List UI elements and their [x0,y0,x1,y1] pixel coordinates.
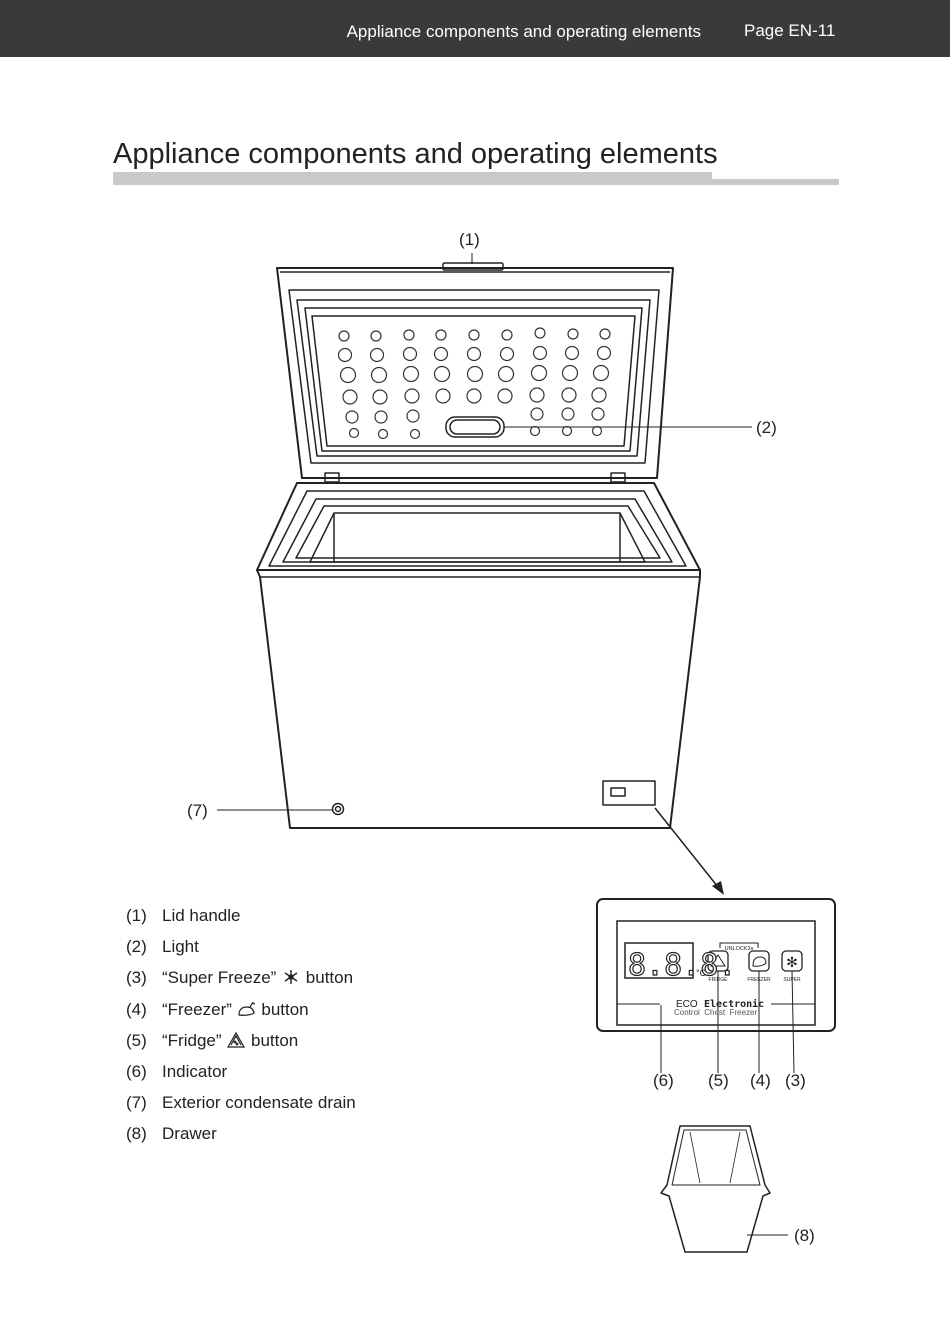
condensate-drain [331,802,345,816]
control-panel-detail [596,898,836,1032]
callout-5: (5) [708,1071,729,1090]
brand-electronic: Electronic [704,998,764,1010]
callout-3: (3) [785,1071,806,1090]
lid-handle [442,262,504,271]
callout-8: (8) [794,1226,815,1245]
brand-sub: Control Chest Freezer [674,1008,757,1017]
freezer-lid [276,267,674,479]
title-underline [113,172,839,185]
fridge-label: FRIDGE [709,977,729,983]
callout-7: (7) [187,801,208,820]
page-title: Appliance components and operating eleme… [113,138,718,170]
callout-6: (6) [653,1071,674,1090]
callout-2: (2) [756,418,777,437]
header-page-number: Page EN-11 [744,21,836,40]
freezer-label: FREEZER [747,977,771,983]
super-snowflake-icon: ✻ [786,955,798,971]
unlock-label: UNLOCK3s [725,946,754,952]
header-bar: Appliance components and operating eleme… [0,0,950,57]
cabinet-control-panel [602,780,656,806]
super-label: SUPER [783,977,801,983]
callout-4: (4) [750,1071,771,1090]
snowflake-icon [284,970,298,985]
drawer [660,1125,771,1253]
watermelon-icon [227,1031,246,1048]
freezer-cabinet [256,569,701,829]
brand-eco: ECO [676,999,698,1010]
callout-1: (1) [459,230,480,249]
header-section-title: Appliance components and operating eleme… [346,22,701,41]
display-unit: °C [696,968,707,978]
display-digits: 8.8.8. [628,948,736,983]
poultry-icon [238,1001,255,1016]
indicator-display [624,942,694,979]
